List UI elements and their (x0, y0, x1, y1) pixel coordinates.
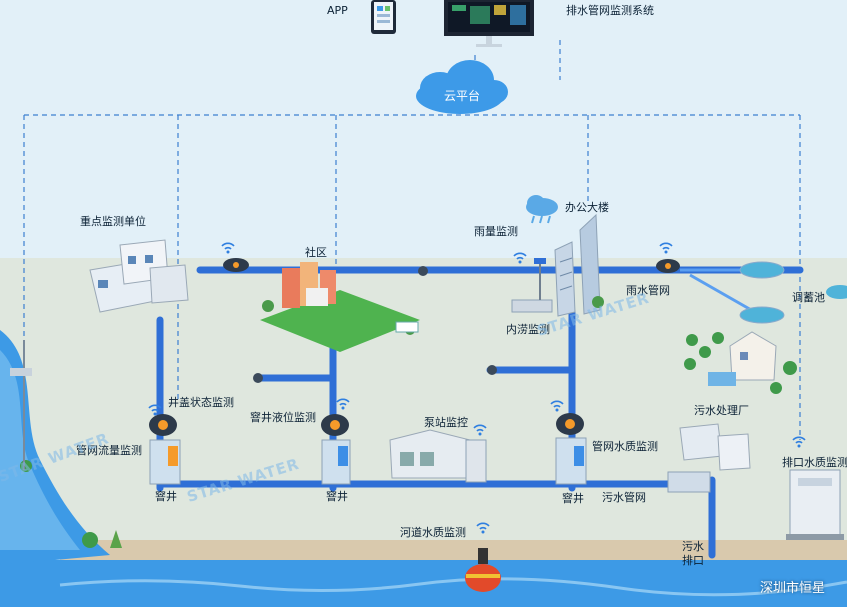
manhole-label-3: 窨井 (562, 492, 584, 505)
pipe-junction (487, 365, 497, 375)
water-quality-buoy-icon (465, 548, 501, 592)
key-unit-label: 重点监测单位 (80, 215, 146, 228)
sewage-pipe-label: 污水管网 (602, 491, 646, 504)
outlet-building-icon (679, 423, 751, 471)
data-link-network (23, 40, 801, 440)
key-unit-building (89, 239, 189, 313)
sewage-outlet-label-2: 排口 (682, 554, 704, 567)
storage-pool-label: 调蓄池 (792, 291, 825, 304)
river-quality-label: 河道水质监测 (400, 526, 466, 539)
office-label: 办公大楼 (565, 201, 609, 214)
manhole-cover-sensor-icon (149, 258, 680, 436)
rain-pipe-label: 雨水管网 (626, 284, 670, 297)
pipe-junction (253, 373, 263, 383)
community-icon (260, 262, 420, 352)
pump-station-label: 泵站监控 (424, 416, 468, 429)
app-label: APP (327, 4, 348, 17)
monitor-icon (444, 0, 534, 47)
rain-monitor-label: 雨量监测 (474, 225, 518, 238)
system-label: 排水管网监测系统 (566, 4, 654, 17)
manhole-label-1: 窨井 (155, 490, 177, 503)
cloud-platform-icon (416, 60, 508, 114)
sewage-plant-label: 污水处理厂 (694, 404, 749, 417)
pump-station-icon (389, 429, 487, 483)
ground-area (0, 258, 847, 558)
manhole-level-label: 窨井液位监测 (250, 411, 316, 424)
sewage-plant-icon (684, 331, 797, 394)
pipe-flow-label: 管网流量监测 (76, 444, 142, 457)
pipe-quality-label: 管网水质监测 (592, 440, 658, 453)
company-name-partial: 深圳市恒星 (760, 581, 826, 596)
cover-monitor-label: 井盖状态监测 (168, 396, 234, 409)
flood-sensor-icon (511, 258, 553, 313)
sky-background (0, 0, 847, 262)
outlet-quality-label: 排口水质监测 (782, 456, 847, 469)
wifi-signal-icon (148, 242, 806, 530)
rain-cloud-icon (526, 195, 558, 224)
flood-monitor-label: 内涝监测 (506, 323, 550, 336)
manhole-label-2: 窨井 (326, 490, 348, 503)
sewage-outlet-label-1: 污水 (682, 540, 704, 553)
storage-pool-icon (739, 261, 847, 324)
outlet-quality-station-icon (786, 469, 844, 540)
cloud-platform-label: 云平台 (444, 89, 481, 103)
manhole-icon (149, 437, 587, 485)
phone-icon (371, 0, 396, 34)
pipe-junction (418, 266, 428, 276)
community-label: 社区 (305, 246, 327, 259)
office-building-icon (554, 213, 604, 317)
sewage-tank-icon (667, 471, 711, 493)
weather-station-icon (10, 340, 32, 470)
